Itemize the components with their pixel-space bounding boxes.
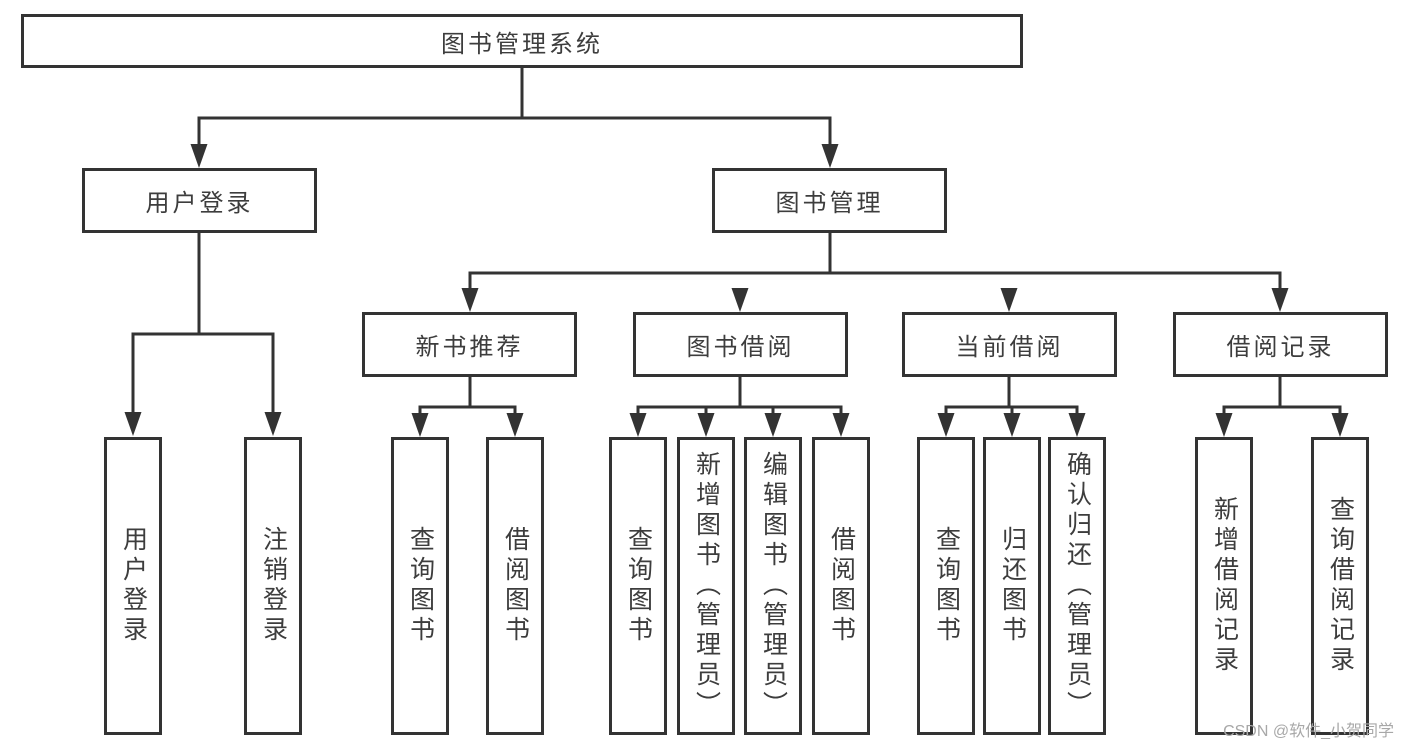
node-root: 图书管理系统 [21, 14, 1023, 68]
leaf-records-query-borrow-record: 查询借阅记录 [1311, 437, 1369, 735]
leaf-current-query-books: 查询图书 [917, 437, 975, 735]
leaf-recommend-query-books: 查询图书 [391, 437, 449, 735]
leaf-user-login: 用户登录 [104, 437, 162, 735]
leaf-recommend-borrow-books: 借阅图书 [486, 437, 544, 735]
node-borrow-records: 借阅记录 [1173, 312, 1388, 377]
connector-arrowheads [124, 144, 1349, 437]
leaf-borrow-query-books: 查询图书 [609, 437, 667, 735]
leaf-borrow-edit-books-admin: 编辑图书（管理员） [744, 437, 802, 735]
node-book-management: 图书管理 [712, 168, 947, 233]
leaf-borrow-add-books-admin: 新增图书（管理员） [677, 437, 735, 735]
node-user-login: 用户登录 [82, 168, 317, 233]
leaf-current-confirm-return-admin: 确认归还（管理员） [1048, 437, 1106, 735]
connector-paths [131, 68, 1342, 418]
node-current-borrow: 当前借阅 [902, 312, 1117, 377]
node-book-borrow: 图书借阅 [633, 312, 848, 377]
leaf-current-return-books: 归还图书 [983, 437, 1041, 735]
leaf-borrow-borrow-books: 借阅图书 [812, 437, 870, 735]
leaf-logout-login: 注销登录 [244, 437, 302, 735]
node-new-book-recommend: 新书推荐 [362, 312, 577, 377]
leaf-records-add-borrow-record: 新增借阅记录 [1195, 437, 1253, 735]
watermark: CSDN @软件_小贺同学 [1223, 723, 1394, 740]
